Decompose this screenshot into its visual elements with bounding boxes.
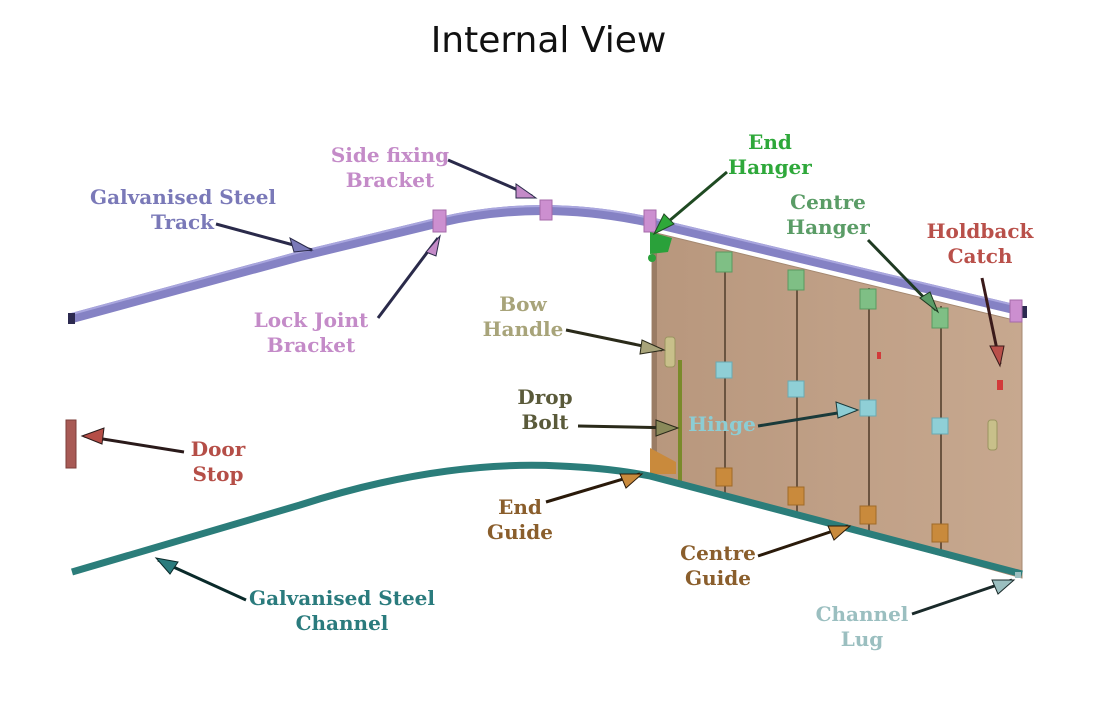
label-line: Galvanised Steel bbox=[248, 586, 435, 610]
label-line: Stop bbox=[192, 462, 244, 486]
side-fixing-bracket-shape bbox=[539, 199, 553, 221]
label-line: Guide bbox=[685, 566, 751, 590]
lock-joint-bracket-shape bbox=[432, 209, 447, 233]
label-line: Guide bbox=[487, 520, 553, 544]
label-centre-hanger: Centre Hanger bbox=[780, 190, 876, 240]
arrowhead-track bbox=[289, 236, 314, 253]
label-line: Handle bbox=[482, 317, 564, 341]
label-line: Track bbox=[151, 210, 214, 234]
arrowhead-drop-bolt bbox=[655, 419, 680, 437]
label-line: Side fixing bbox=[330, 143, 450, 167]
label-line: Hinge bbox=[688, 412, 756, 436]
holdback-mark bbox=[877, 352, 881, 359]
label-line: Galvanised Steel bbox=[90, 185, 277, 209]
channel-lug-shape bbox=[1015, 572, 1021, 578]
label-line: Bracket bbox=[266, 333, 356, 357]
arrowhead-holdback bbox=[989, 345, 1005, 368]
end-hanger-wheel bbox=[648, 254, 656, 262]
centre-guides bbox=[715, 467, 949, 543]
label-line: Bolt bbox=[521, 410, 569, 434]
label-centre-guide: Centre Guide bbox=[670, 541, 766, 591]
label-hinge: Hinge bbox=[686, 412, 758, 437]
label-channel-lug: Channel Lug bbox=[808, 602, 916, 652]
arrowhead-centre-hanger bbox=[919, 291, 940, 314]
door-panel-edge bbox=[652, 232, 657, 478]
hinges bbox=[715, 361, 949, 435]
label-line: Channel bbox=[815, 602, 909, 626]
label-lock-joint-bracket: Lock Joint Bracket bbox=[248, 308, 374, 358]
galvanised-steel-channel bbox=[71, 461, 1023, 578]
holdback-catch-shape bbox=[997, 380, 1003, 390]
arrowhead-lock-joint bbox=[425, 234, 441, 257]
door-stop-shape bbox=[65, 419, 77, 469]
arrowhead-hinge bbox=[835, 401, 860, 419]
label-holdback-catch: Holdback Catch bbox=[920, 219, 1040, 269]
label-line: End bbox=[748, 130, 792, 154]
label-line: End bbox=[498, 495, 542, 519]
label-line: Channel bbox=[295, 611, 389, 635]
end-bracket-right bbox=[1009, 299, 1023, 323]
label-line: Bracket bbox=[345, 168, 435, 192]
label-line: Holdback bbox=[926, 219, 1034, 243]
arrowhead-end-hanger bbox=[652, 213, 675, 236]
label-door-stop: Door Stop bbox=[180, 437, 256, 487]
label-line: Lock Joint bbox=[253, 308, 369, 332]
arrowhead-end-guide bbox=[619, 473, 644, 489]
label-line: Lug bbox=[840, 627, 884, 651]
bow-handle-shape bbox=[664, 336, 676, 368]
label-side-fixing-bracket: Side fixing Bracket bbox=[320, 143, 460, 193]
label-galvanised-steel-channel: Galvanised Steel Channel bbox=[242, 586, 442, 636]
label-bow-handle: Bow Handle bbox=[478, 292, 568, 342]
label-line: Centre bbox=[680, 541, 756, 565]
arrowhead-bow-handle bbox=[639, 339, 666, 355]
end-guide-shape bbox=[650, 448, 676, 474]
label-galvanised-steel-track: Galvanised Steel Track bbox=[90, 185, 277, 235]
label-line: Catch bbox=[947, 244, 1013, 268]
bow-handle-right bbox=[987, 419, 998, 451]
label-end-guide: End Guide bbox=[478, 495, 562, 545]
label-drop-bolt: Drop Bolt bbox=[510, 385, 580, 435]
label-line: Hanger bbox=[786, 215, 870, 239]
label-line: Hanger bbox=[728, 155, 812, 179]
label-line: Bow bbox=[499, 292, 547, 316]
label-line: Centre bbox=[790, 190, 866, 214]
arrowhead-centre-guide bbox=[827, 525, 852, 541]
arrowhead-channel bbox=[154, 557, 179, 575]
label-line: Drop bbox=[517, 385, 573, 409]
end-hanger-shape bbox=[650, 232, 672, 254]
arrowhead-channel-lug bbox=[991, 579, 1016, 595]
track-end-left bbox=[68, 313, 75, 324]
diagram-title: Internal View bbox=[430, 20, 667, 61]
arrowhead-side-fixing bbox=[515, 183, 538, 199]
label-line: Door bbox=[190, 437, 246, 461]
centre-hangers bbox=[715, 251, 949, 329]
arrowhead-door-stop bbox=[80, 427, 105, 445]
label-end-hanger: End Hanger bbox=[722, 130, 818, 180]
end-bracket-left bbox=[643, 209, 657, 233]
